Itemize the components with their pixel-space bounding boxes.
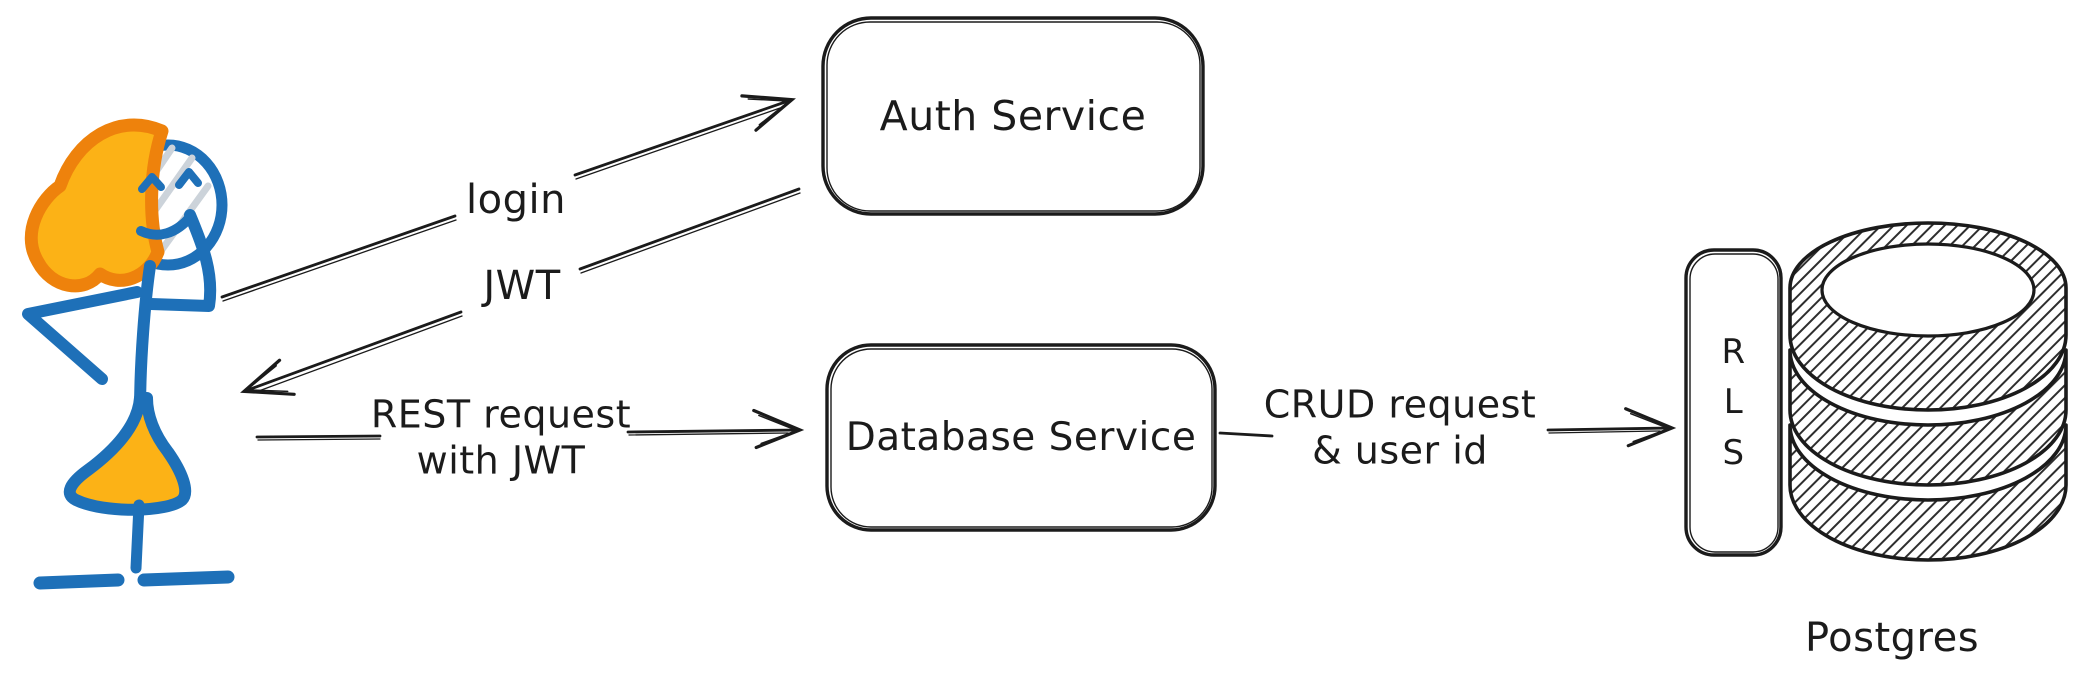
rest-request-line1: REST request — [370, 392, 632, 437]
rls-letter-s: S — [1722, 432, 1745, 473]
stick-figure-user-icon — [22, 118, 235, 590]
rls-box — [1684, 248, 1783, 557]
crud-request-arrow-label: CRUD request & user id — [1264, 382, 1537, 473]
auth-service-box — [821, 16, 1205, 216]
person-left-arm — [22, 286, 143, 385]
person-leg — [130, 499, 145, 574]
person-eyes — [138, 168, 202, 193]
postgres-cylinder-icon — [1788, 221, 2068, 562]
arrow-crud — [1218, 407, 1677, 448]
person-right-arm — [145, 209, 217, 312]
arrow-login — [220, 94, 796, 302]
rest-request-line2: with JWT — [416, 438, 586, 482]
person-body — [134, 260, 156, 418]
login-arrow-label: login — [466, 177, 566, 223]
database-service-label: Database Service — [845, 415, 1197, 460]
person-dress — [63, 392, 192, 516]
rls-label: R L S — [1686, 250, 1781, 555]
rest-request-arrow-label: REST request with JWT — [371, 392, 631, 483]
jwt-arrow-label: JWT — [483, 263, 561, 309]
rls-letter-r: R — [1721, 332, 1746, 373]
rls-letter-l: L — [1723, 382, 1744, 423]
cylinder-middle-disk — [1788, 348, 2068, 487]
database-service-box — [825, 343, 1217, 532]
cylinder-opening — [1820, 242, 2036, 338]
cylinder-bottom-disk — [1788, 423, 2068, 562]
auth-service-label: Auth Service — [879, 92, 1147, 140]
arrow-jwt — [240, 187, 801, 396]
postgres-label: Postgres — [1804, 615, 1980, 661]
arrow-rest — [255, 408, 805, 450]
crud-request-line2: & user id — [1312, 428, 1488, 472]
crud-request-line1: CRUD request — [1263, 382, 1537, 427]
person-feet — [33, 570, 235, 590]
person-hair — [24, 118, 169, 293]
